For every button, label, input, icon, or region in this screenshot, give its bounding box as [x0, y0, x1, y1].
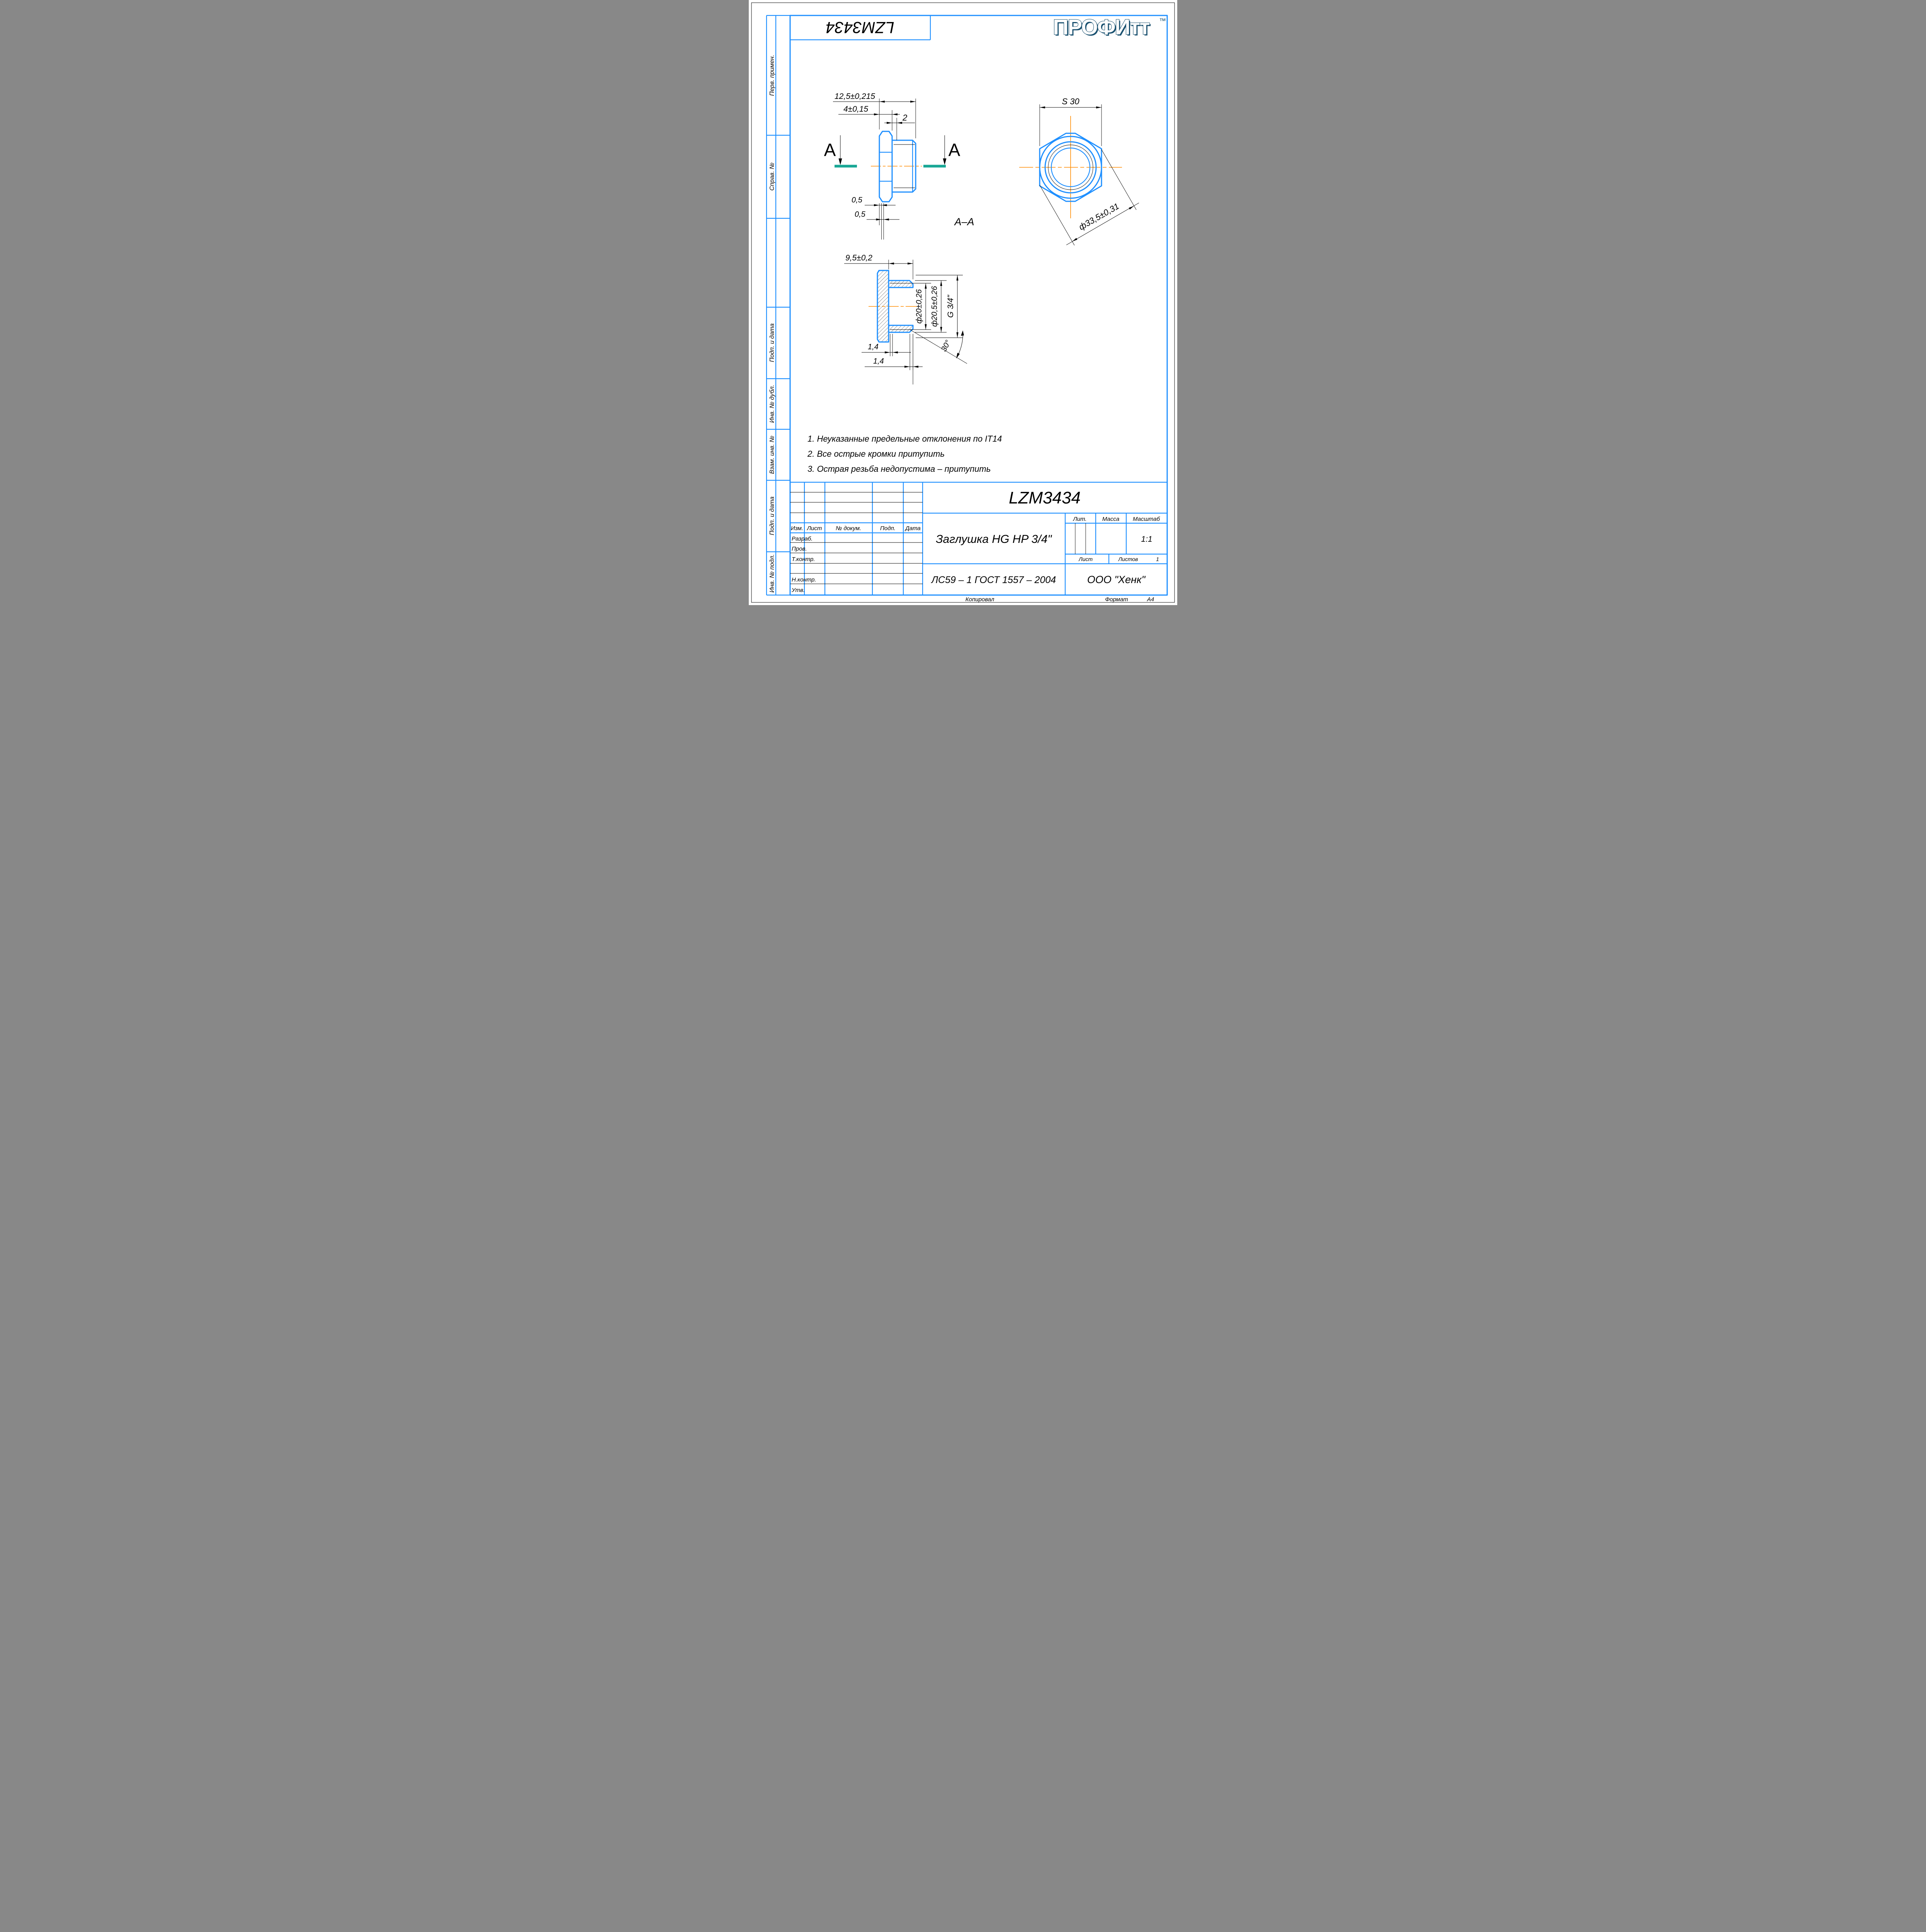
- row-razrab: Разраб.: [792, 536, 813, 542]
- dim-95: 9,5±0,2: [845, 253, 872, 262]
- dim-14a: 1,4: [868, 343, 879, 351]
- dim-d20: ф20±0,26: [915, 289, 923, 324]
- note-line: 3. Острая резьба недопустима – притупить: [807, 464, 991, 474]
- col-date: Дата: [904, 525, 921, 532]
- view-section: 9,5±0,2 ф20±0,26 ф20,5±0,26 G 3/4" 30°: [844, 253, 967, 384]
- dim-05a: 0,5: [852, 196, 863, 204]
- sidebar-label: Инв. № подл.: [769, 554, 775, 592]
- mass-label: Масса: [1102, 516, 1119, 522]
- logo-text: ПРОФИтт: [1053, 15, 1149, 39]
- dim-05b: 0,5: [855, 210, 866, 219]
- col-doc: № докум.: [836, 525, 861, 532]
- title-block: Изм. Лист № докум. Подп. Дата Разраб. Пр…: [790, 481, 1167, 595]
- col-list: Лист: [807, 525, 822, 532]
- sidebar-label: Перв. примен.: [769, 55, 775, 96]
- sidebar-label: Подп. и дата: [769, 323, 775, 362]
- stamp-top-code: LZM3434: [826, 19, 894, 37]
- scale-value: 1:1: [1141, 535, 1152, 544]
- notes: 1. Неуказанные предельные отклонения по …: [807, 434, 1002, 474]
- row-tkontr: Т.контр.: [792, 556, 815, 563]
- dim-4: 4±0,15: [843, 105, 868, 114]
- company: ООО "Хенк": [1087, 574, 1146, 585]
- row-prov: Пров.: [792, 546, 807, 552]
- dim-2: 2: [902, 113, 907, 122]
- dim-s30: S 30: [1062, 97, 1079, 106]
- logo: ПРОФИтт ПРОФИтт ™: [1052, 14, 1166, 40]
- footer: Копировал Формат A4: [966, 596, 1154, 603]
- sidebar-label: Инв. № дубл.: [769, 385, 775, 423]
- drawing-canvas: Перв. примен. Справ. № Подп. и дата Инв.…: [751, 2, 1175, 603]
- logo-shadow: ПРОФИтт: [1054, 16, 1151, 40]
- logo-tm: ™: [1159, 17, 1166, 25]
- section-letter-right: A: [949, 140, 960, 160]
- sheets-label: Листов: [1118, 556, 1138, 562]
- view-hex: S 30 ф33,5±0,31: [1019, 97, 1139, 246]
- sidebar-label: Подп. и дата: [769, 497, 775, 535]
- note-line: 2. Все острые кромки притупить: [807, 449, 945, 459]
- dim-30deg: 30°: [940, 339, 953, 353]
- drawing-frame: [789, 15, 1168, 596]
- scale-label: Масштаб: [1133, 516, 1160, 522]
- sheets-value: 1: [1156, 556, 1159, 562]
- sidebar-label: Справ. №: [769, 163, 775, 191]
- view-side: 12,5±0,215 4±0,15 2 0,5 0,5 A: [824, 92, 974, 240]
- col-izm: Изм.: [791, 525, 803, 532]
- doc-number: LZM3434: [1009, 488, 1081, 507]
- footer-copied: Копировал: [966, 596, 994, 603]
- note-line: 1. Неуказанные предельные отклонения по …: [807, 434, 1002, 444]
- part-title: Заглушка HG HP 3/4": [936, 533, 1052, 546]
- stamp-box: LZM3434: [790, 15, 931, 41]
- sidebar: Перв. примен. Справ. № Подп. и дата Инв.…: [766, 15, 790, 596]
- row-utv: Утв.: [791, 587, 805, 594]
- col-sign: Подп.: [880, 525, 896, 532]
- sheet-label: Лист: [1078, 556, 1093, 562]
- dim-14b: 1,4: [873, 357, 884, 366]
- lit-label: Лит.: [1073, 516, 1086, 522]
- section-label: A–A: [954, 216, 974, 228]
- section-letter-left: A: [824, 140, 836, 160]
- sidebar-label: Взам. инв. №: [769, 436, 775, 474]
- dim-125: 12,5±0,215: [835, 92, 875, 101]
- dim-d335: ф33,5±0,31: [1077, 201, 1121, 232]
- drawing-sheet: Перв. примен. Справ. № Подп. и дата Инв.…: [749, 0, 1177, 605]
- dim-d205: ф20,5±0,26: [930, 286, 939, 327]
- footer-format-label: Формат: [1105, 596, 1128, 603]
- dim-g34: G 3/4": [946, 294, 955, 318]
- page-border: [751, 2, 1175, 603]
- footer-format-value: A4: [1147, 596, 1154, 603]
- row-nkontr: Н.контр.: [792, 577, 816, 583]
- material: ЛС59 – 1 ГОСТ 1557 – 2004: [931, 575, 1056, 585]
